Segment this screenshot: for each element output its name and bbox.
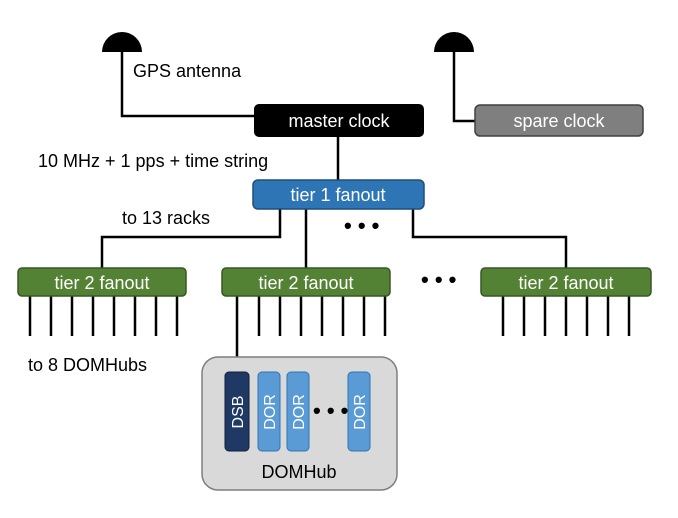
domhub-label: DOMHub	[261, 462, 336, 482]
to-racks-label: to 13 racks	[122, 208, 210, 228]
tier1-to-tier2-right-line	[411, 208, 568, 268]
tier2-fanout-label: tier 2 fanout	[258, 273, 353, 293]
spare-clock-box: spare clock	[474, 104, 644, 137]
gps-antenna-icon	[102, 32, 142, 52]
tier2-fanout-box-left: tier 2 fanout	[17, 267, 187, 297]
tier2-output-ticks	[28, 296, 631, 336]
dor-label: DOR	[291, 394, 308, 430]
master-clock-box: master clock	[254, 104, 424, 137]
dsb-label: DSB	[230, 396, 247, 429]
gps-to-master-line	[120, 52, 254, 118]
dor-card-1: DOR	[257, 371, 281, 452]
to-domhubs-label: to 8 DOMHubs	[28, 355, 147, 375]
dor-label: DOR	[262, 394, 279, 430]
tier2-fanout-box-middle: tier 2 fanout	[221, 267, 391, 297]
tier1-fanout-box: tier 1 fanout	[252, 179, 425, 210]
ellipsis-dor: • • •	[313, 398, 348, 423]
gps-antenna-label: GPS antenna	[133, 61, 242, 81]
tier2-fanout-label: tier 2 fanout	[54, 273, 149, 293]
signal-label: 10 MHz + 1 pps + time string	[38, 151, 268, 171]
tier1-fanout-label: tier 1 fanout	[290, 185, 385, 205]
dsb-card: DSB	[224, 371, 250, 452]
dor-label: DOR	[352, 394, 369, 430]
master-clock-label: master clock	[288, 111, 390, 131]
tier1-to-tier2-left-line	[100, 208, 282, 268]
dor-card-2: DOR	[286, 371, 310, 452]
dor-card-3: DOR	[347, 371, 371, 452]
ellipsis-tier1: • • •	[344, 213, 379, 238]
gps-to-spare-line	[452, 52, 475, 123]
ellipsis-tier2: • • •	[421, 267, 456, 292]
tier2-fanout-label: tier 2 fanout	[518, 273, 613, 293]
gps-antenna-spare-icon	[434, 32, 474, 52]
spare-clock-label: spare clock	[513, 111, 605, 131]
tier2-fanout-box-right: tier 2 fanout	[480, 267, 652, 297]
